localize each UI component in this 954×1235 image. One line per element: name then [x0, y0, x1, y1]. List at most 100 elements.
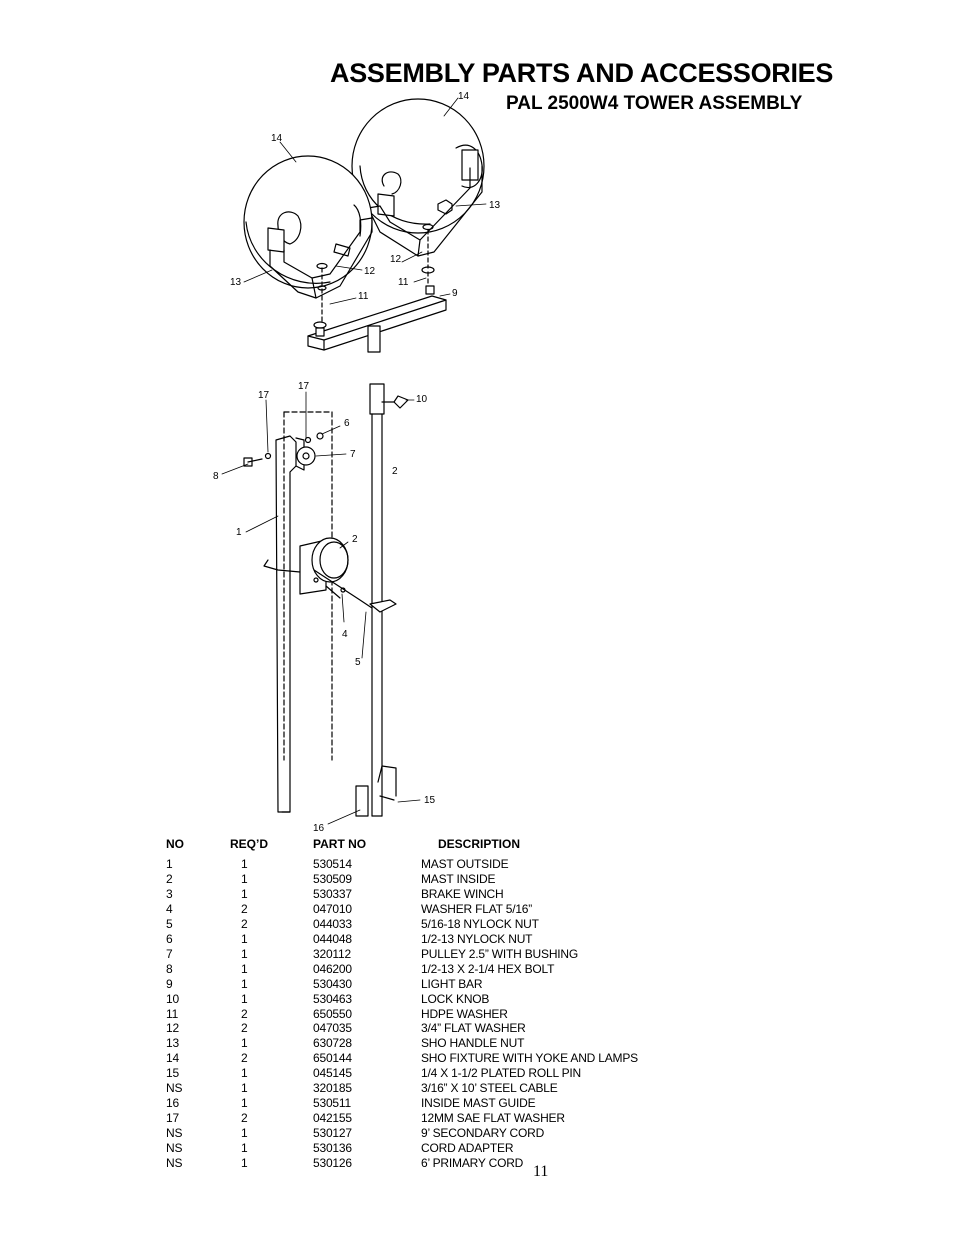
mast-outside: [275, 435, 305, 813]
column-header-no: NO: [166, 837, 184, 851]
cell-reqd: 1: [241, 991, 248, 1006]
cell-description: 6’ PRIMARY CORD: [421, 1156, 524, 1170]
callout-label: 1: [236, 527, 242, 538]
cell-no: 11: [166, 1006, 179, 1021]
cell-reqd: 1: [241, 931, 248, 946]
cell-part-no: 046200: [313, 961, 352, 976]
cell-description: MAST INSIDE: [421, 871, 496, 886]
cell-part-no: 044033: [313, 916, 352, 931]
cell-description: INSIDE MAST GUIDE: [421, 1096, 536, 1111]
cell-description: 3/16” X 10’ STEEL CABLE: [421, 1081, 558, 1096]
callout-label: 11: [358, 291, 369, 302]
cell-part-no: 047035: [313, 1021, 352, 1036]
cell-description: PULLEY 2.5” WITH BUSHING: [421, 946, 579, 961]
cell-reqd: 1: [241, 976, 248, 991]
cell-part-no: 530430: [313, 976, 352, 991]
cell-reqd: 1: [241, 946, 248, 961]
cell-reqd: 1: [241, 1141, 248, 1156]
callout-label: 17: [258, 390, 270, 401]
cell-no: 12: [166, 1021, 179, 1036]
mast-inside: [369, 383, 409, 817]
callout-labels: 14 14 13 12 13 12 11 11 9 17 17 6 7 8 1 …: [213, 91, 501, 834]
cell-reqd: 1: [241, 1126, 248, 1141]
light-bar: [307, 285, 447, 353]
page-subtitle: PAL 2500W4 TOWER ASSEMBLY: [506, 93, 803, 114]
callout-label: 5: [355, 657, 361, 668]
light-fixture-left: [243, 155, 373, 299]
brake-winch: [263, 537, 397, 613]
cell-part-no: 530509: [313, 871, 352, 886]
cell-part-no: 047010: [313, 901, 352, 916]
column-header-description: DESCRIPTION: [438, 837, 521, 851]
cell-description: LOCK KNOB: [421, 991, 490, 1006]
cell-part-no: 650550: [313, 1006, 352, 1021]
cell-reqd: 1: [241, 1081, 248, 1096]
cell-no: 5: [166, 916, 173, 931]
cell-description: 3/4” FLAT WASHER: [421, 1021, 526, 1036]
callout-label: 4: [342, 629, 348, 640]
callout-label: 11: [398, 277, 409, 288]
cell-part-no: 530136: [313, 1141, 352, 1156]
pulley: [243, 411, 333, 761]
cell-description: CORD ADAPTER: [421, 1141, 514, 1156]
column-header-reqd: REQ’D: [230, 837, 269, 851]
cell-no: 10: [166, 991, 179, 1006]
table-row: 12 2 047035 3/4” FLAT WASHER: [166, 1021, 666, 1036]
callout-label: 13: [230, 277, 242, 288]
washers: [313, 199, 453, 329]
page-number: 11: [533, 1163, 549, 1180]
cell-reqd: 1: [241, 857, 248, 871]
cell-reqd: 1: [241, 1096, 248, 1111]
cell-reqd: 2: [241, 1021, 248, 1036]
cell-reqd: 2: [241, 1006, 248, 1021]
callout-label: 14: [458, 91, 470, 102]
cell-reqd: 2: [241, 916, 248, 931]
callout-label: 14: [271, 133, 283, 144]
cell-reqd: 2: [241, 1051, 248, 1066]
callout-label: 9: [452, 288, 458, 299]
cell-description: HDPE WASHER: [421, 1006, 508, 1021]
column-header-part-no: PART NO: [313, 837, 367, 851]
table-row: 5 2 044033 5/16-18 NYLOCK NUT: [166, 917, 666, 932]
cell-no: 7: [166, 946, 173, 961]
callout-label: 13: [489, 200, 501, 211]
cell-description: 5/16-18 NYLOCK NUT: [421, 916, 539, 931]
callout-label: 6: [344, 418, 350, 429]
table-row: NS 1 320185 3/16” X 10’ STEEL CABLE: [166, 1081, 666, 1096]
cell-part-no: 045145: [313, 1066, 352, 1081]
callout-label: 10: [416, 394, 428, 405]
cell-no: 6: [166, 931, 173, 946]
light-fixture-right: [351, 98, 485, 257]
table-row: NS 1 530136 CORD ADAPTER: [166, 1141, 666, 1156]
table-row: 2 1 530509 MAST INSIDE: [166, 872, 666, 887]
callout-label: 8: [213, 471, 219, 482]
cell-no: 8: [166, 961, 173, 976]
cell-part-no: 530511: [313, 1096, 351, 1111]
cell-description: MAST OUTSIDE: [421, 857, 509, 871]
cell-description: BRAKE WINCH: [421, 886, 504, 901]
cell-description: 1/4 X 1-1/2 PLATED ROLL PIN: [421, 1066, 582, 1081]
cell-no: NS: [166, 1141, 183, 1156]
cell-description: 9’ SECONDARY CORD: [421, 1126, 545, 1141]
cell-reqd: 1: [241, 871, 248, 886]
callout-label: 2: [392, 466, 398, 477]
cell-no: 17: [166, 1111, 179, 1126]
cell-part-no: 320185: [313, 1081, 352, 1096]
cell-no: NS: [166, 1081, 183, 1096]
page-title: ASSEMBLY PARTS AND ACCESSORIES: [330, 58, 834, 88]
callout-label: 17: [298, 381, 310, 392]
cell-no: 2: [166, 871, 173, 886]
cell-part-no: 530127: [313, 1126, 352, 1141]
cell-no: 15: [166, 1066, 179, 1081]
cell-description: 1/2-13 NYLOCK NUT: [421, 931, 533, 946]
callout-label: 16: [313, 823, 325, 834]
